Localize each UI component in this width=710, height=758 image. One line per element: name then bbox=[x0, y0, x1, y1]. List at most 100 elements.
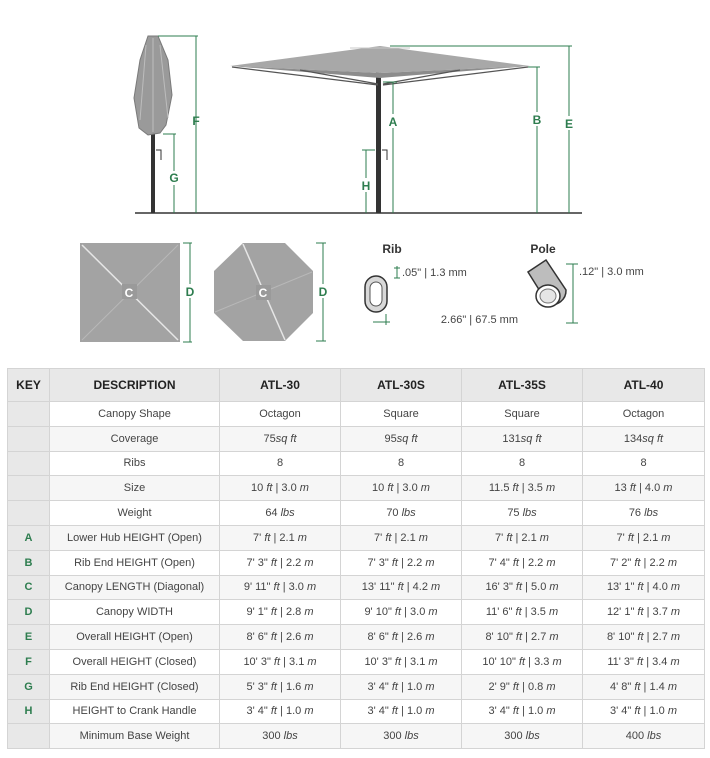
unit-text: m bbox=[420, 482, 430, 495]
spec-value-cell: 10' 3" ft | 3.1 m bbox=[219, 648, 341, 675]
value-text: 95 bbox=[384, 432, 397, 445]
unit-text: m bbox=[304, 556, 314, 569]
spec-value-cell: 7' ft | 2.1 m bbox=[582, 524, 705, 551]
spec-value-cell: 9' 1" ft | 2.8 m bbox=[219, 599, 341, 626]
spec-value-cell: 3' 4" ft | 1.0 m bbox=[340, 698, 462, 725]
row-description: Rib End HEIGHT (Closed) bbox=[49, 673, 220, 700]
unit-text: m bbox=[667, 680, 677, 693]
value-text: 8' 10" bbox=[485, 631, 516, 644]
dimension-e: E bbox=[390, 45, 576, 213]
unit-text: ft bbox=[394, 606, 402, 619]
value-text: | 0.8 bbox=[518, 680, 547, 693]
row-description: Canopy LENGTH (Diagonal) bbox=[49, 574, 220, 601]
row-key bbox=[7, 450, 50, 477]
value-text: 9' 11" bbox=[243, 581, 274, 594]
spec-value-cell: 76 lbs bbox=[582, 500, 705, 526]
unit-text: m bbox=[425, 556, 435, 569]
value-text: | 4.2 bbox=[403, 581, 432, 594]
unit-text: ft bbox=[273, 581, 280, 594]
unit-text: ft bbox=[634, 680, 641, 693]
row-key: F bbox=[7, 648, 50, 675]
value-text: Octagon bbox=[622, 407, 665, 420]
value-text: | 2.1 bbox=[633, 531, 662, 544]
pole-cross-section: Pole .12" | 3.0 mm bbox=[526, 242, 644, 324]
unit-text: ft bbox=[518, 655, 526, 668]
spec-value-cell: 10 ft | 3.0 m bbox=[219, 475, 341, 502]
value-text: 3' 4" bbox=[488, 705, 513, 718]
spec-value-cell: 300 lbs bbox=[219, 723, 341, 750]
unit-text: lbs bbox=[647, 730, 662, 743]
row-description: HEIGHT to Crank Handle bbox=[49, 698, 220, 725]
spec-value-cell: Square bbox=[340, 401, 462, 427]
value-text: 8' 6" bbox=[367, 631, 392, 644]
unit-text: ft bbox=[391, 556, 398, 569]
unit-text: m bbox=[552, 655, 562, 668]
value-text: Square bbox=[383, 407, 419, 420]
unit-text: lbs bbox=[644, 507, 659, 520]
unit-text: ft bbox=[512, 556, 519, 569]
value-text: | 2.6 bbox=[397, 631, 426, 644]
value-text: | 2.2 bbox=[276, 556, 305, 569]
open-umbrella-illustration bbox=[230, 46, 530, 213]
value-text: | 2.7 bbox=[522, 631, 550, 644]
unit-text: m bbox=[670, 655, 680, 668]
unit-text: m bbox=[661, 531, 671, 544]
pole-thickness-label: .12" | 3.0 mm bbox=[579, 266, 644, 278]
unit-text: ft bbox=[273, 655, 281, 668]
unit-text: m bbox=[546, 556, 556, 569]
value-text: | 3.0 bbox=[272, 482, 300, 495]
spec-value-cell: 8' 6" ft | 2.6 m bbox=[219, 624, 341, 650]
unit-text: m bbox=[425, 705, 435, 718]
value-text: 11' 3" bbox=[607, 655, 638, 668]
unit-text: ft bbox=[515, 606, 522, 619]
header-description: DESCRIPTION bbox=[49, 368, 220, 402]
unit-text: m bbox=[304, 705, 314, 718]
unit-text: ft bbox=[515, 581, 523, 594]
spec-value-cell: 7' 4" ft | 2.2 m bbox=[461, 549, 583, 576]
value-text: 3' 4" bbox=[610, 705, 635, 718]
row-description: Lower Hub HEIGHT (Open) bbox=[49, 524, 220, 551]
spec-value-cell: 3' 4" ft | 1.0 m bbox=[219, 698, 341, 725]
header-atl-35s: ATL-35S bbox=[461, 368, 583, 402]
header-atl-30s: ATL-30S bbox=[340, 368, 462, 402]
value-text: 7' bbox=[495, 531, 507, 544]
unit-text: m bbox=[545, 482, 556, 495]
table-header-row: KEY DESCRIPTION ATL-30 ATL-30S ATL-35S A… bbox=[7, 368, 705, 402]
value-text: 10' 3" bbox=[364, 655, 395, 668]
spec-value-cell: 8 bbox=[582, 450, 705, 477]
dim-label-b: B bbox=[533, 113, 542, 127]
row-description: Coverage bbox=[49, 425, 220, 452]
unit-text: sq ft bbox=[275, 432, 297, 445]
value-text: 10 bbox=[372, 482, 388, 495]
value-text: | 4.0 bbox=[643, 581, 671, 594]
value-text: | 3.7 bbox=[643, 606, 671, 619]
spec-value-cell: 8' 10" ft | 2.7 m bbox=[582, 624, 705, 650]
value-text: 64 bbox=[265, 507, 281, 520]
closed-umbrella-illustration bbox=[133, 35, 173, 213]
unit-text: ft bbox=[634, 705, 641, 718]
value-text: 131 bbox=[502, 432, 521, 445]
spec-value-cell: 64 lbs bbox=[219, 500, 341, 526]
value-text: 76 bbox=[628, 507, 645, 520]
value-text: 134 bbox=[623, 432, 643, 445]
unit-text: ft bbox=[637, 606, 644, 619]
value-text: | 2.6 bbox=[276, 631, 305, 644]
value-text: 7' bbox=[374, 531, 386, 544]
value-text: | 3.4 bbox=[643, 655, 671, 668]
value-text: 10' 10" bbox=[482, 655, 519, 668]
unit-text: ft bbox=[270, 606, 277, 619]
unit-text: ft bbox=[387, 482, 394, 495]
spec-value-cell: 3' 4" ft | 1.0 m bbox=[340, 673, 462, 700]
value-text: | 2.2 bbox=[518, 556, 547, 569]
spec-value-cell: 131sq ft bbox=[461, 425, 583, 452]
value-text: | 1.4 bbox=[640, 680, 668, 693]
spec-value-cell: 3' 4" ft | 1.0 m bbox=[582, 698, 705, 725]
unit-text: m bbox=[663, 482, 673, 495]
spec-value-cell: 13' 1" ft | 4.0 m bbox=[582, 574, 705, 601]
dim-label-d-octagon: D bbox=[319, 285, 328, 299]
spec-value-cell: 300 lbs bbox=[340, 723, 462, 750]
row-key: D bbox=[7, 599, 50, 626]
